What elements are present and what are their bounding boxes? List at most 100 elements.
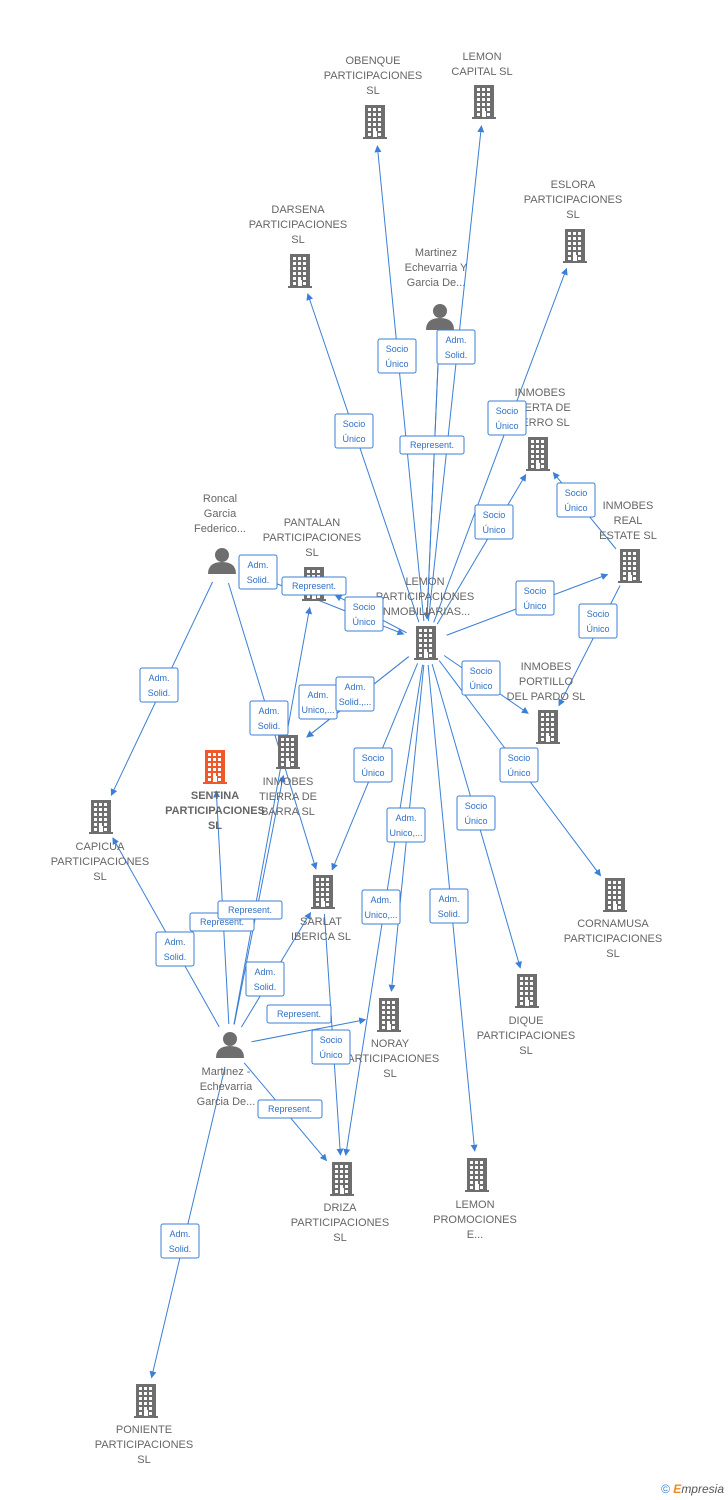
edge-label[interactable]: Represent. [281, 576, 347, 596]
node-label-line: ESLORA [551, 179, 596, 191]
edge-label[interactable]: Adm.Solid. [245, 961, 285, 997]
node-label-line: BARRA SL [261, 806, 315, 818]
edge-label-box [499, 747, 539, 783]
node-lemon-part[interactable]: LEMONPARTICIPACIONESINMOBILIARIAS... [376, 576, 474, 660]
edge-label[interactable]: Adm. Solid. [249, 700, 289, 736]
node-label-line: CAPICUA [76, 841, 126, 853]
node-label-line: SL [519, 1045, 532, 1057]
edge-label-text: Unico,... [301, 705, 334, 715]
edge-martinez_bottom-to-poniente [149, 1067, 226, 1379]
edge-label[interactable]: Represent. [399, 435, 465, 455]
node-label-line: E... [467, 1229, 484, 1241]
building-icon [276, 735, 300, 769]
edge-label[interactable]: Represent. [217, 900, 283, 920]
edge-label-box [487, 400, 527, 436]
edge-lemon_part-to-darsena [306, 293, 420, 623]
building-icon [330, 1162, 354, 1196]
node-label-line: PARTICIPACIONES [263, 532, 361, 544]
node-label-line: ESTATE SL [599, 530, 657, 542]
node-label-line: OBENQUE [345, 55, 400, 67]
edge-label-text: Unico,... [364, 910, 397, 920]
edge-label[interactable]: Adm.Solid. [160, 1223, 200, 1259]
edge-label[interactable]: Adm.Solid. [436, 329, 476, 365]
edge-label[interactable]: Represent. [266, 1004, 332, 1024]
edge-label[interactable]: Adm.Solid. [139, 667, 179, 703]
edge-label[interactable]: Represent. [257, 1099, 323, 1119]
edge-label-box [160, 1223, 200, 1259]
person-icon [216, 1032, 244, 1058]
edge-label[interactable]: Adm.Unico,... [386, 807, 426, 843]
edge-label-text: Adm. [258, 706, 279, 716]
node-label-line: INMOBES [515, 387, 566, 399]
edge-label-box [266, 1004, 332, 1024]
edge-label[interactable]: Adm.Solid. [238, 554, 278, 590]
edge-label[interactable]: Adm.Solid.,... [335, 676, 375, 712]
brand-initial: E [673, 1482, 682, 1496]
node-label-line: SL [291, 234, 304, 246]
edge-label-text: Socio [587, 609, 610, 619]
node-label-line: LEMON [405, 576, 444, 588]
edge-label-text: Represent. [410, 440, 454, 450]
edge-label-text: Único [564, 503, 587, 513]
edge-label[interactable]: Adm.Solid. [429, 888, 469, 924]
edge-label-box [578, 603, 618, 639]
building-icon [563, 229, 587, 263]
building-icon [603, 878, 627, 912]
brand-name: mpresia [681, 1482, 724, 1496]
edge-label-text: Único [385, 359, 408, 369]
node-label-line: Echevarria [200, 1081, 253, 1093]
edge-label[interactable]: Adm.Unico,... [361, 889, 401, 925]
edge-label-text: Represent. [292, 581, 336, 591]
node-label-line: SL [366, 85, 379, 97]
edge-label[interactable]: Adm.Unico,... [298, 684, 338, 720]
edge-label-text: Solid. [258, 721, 281, 731]
edge-label-text: Único [482, 525, 505, 535]
edge-label-text: Solid. [148, 688, 171, 698]
node-lemon-promo[interactable]: LEMONPROMOCIONESE... [433, 1158, 517, 1241]
building-icon [288, 254, 312, 288]
building-icon [311, 875, 335, 909]
building-icon [363, 105, 387, 139]
node-roncal[interactable]: RoncalGarciaFederico... [194, 493, 246, 574]
edge-label-text: Adm. [254, 967, 275, 977]
node-label-line: SL [208, 820, 222, 832]
edge-label-box [335, 676, 375, 712]
edge-lemon_part-to-lemon_capital [427, 125, 485, 622]
edge-label-box [155, 931, 195, 967]
edge-label-text: Solid. [438, 909, 461, 919]
edge-label-box [249, 700, 289, 736]
edge-label[interactable]: Adm.Solid. [155, 931, 195, 967]
edge-label-box [217, 900, 283, 920]
node-label-line: SL [383, 1068, 396, 1080]
